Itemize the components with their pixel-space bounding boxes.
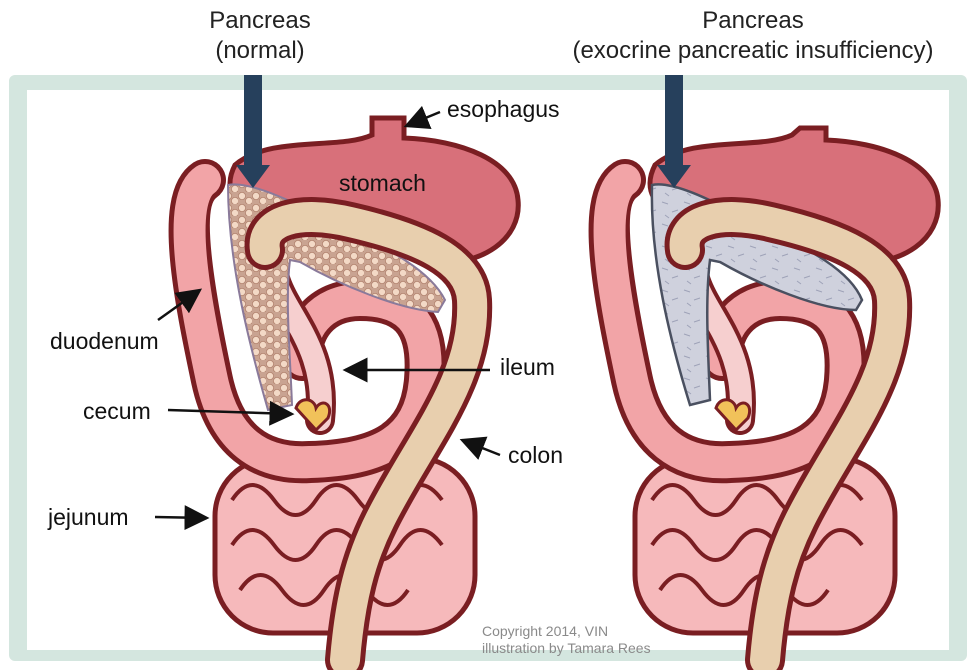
label-ileum: ileum	[500, 354, 555, 380]
copyright-credit: Copyright 2014, VIN illustration by Tama…	[482, 623, 651, 657]
label-jejunum: jejunum	[48, 504, 129, 530]
label-stomach: stomach	[339, 170, 426, 196]
copyright-line: Copyright 2014, VIN	[482, 623, 651, 640]
title-normal-line2: (normal)	[170, 36, 350, 66]
label-cecum: cecum	[83, 398, 151, 424]
title-insufficiency-line1: Pancreas	[538, 6, 968, 36]
label-colon: colon	[508, 442, 563, 468]
title-insufficiency-line2: (exocrine pancreatic insufficiency)	[538, 36, 968, 66]
title-insufficiency: Pancreas (exocrine pancreatic insufficie…	[538, 6, 968, 66]
illustrator-line: illustration by Tamara Rees	[482, 640, 651, 657]
label-esophagus: esophagus	[447, 96, 560, 122]
label-duodenum: duodenum	[50, 328, 159, 354]
title-normal: Pancreas (normal)	[170, 6, 350, 66]
title-normal-line1: Pancreas	[170, 6, 350, 36]
